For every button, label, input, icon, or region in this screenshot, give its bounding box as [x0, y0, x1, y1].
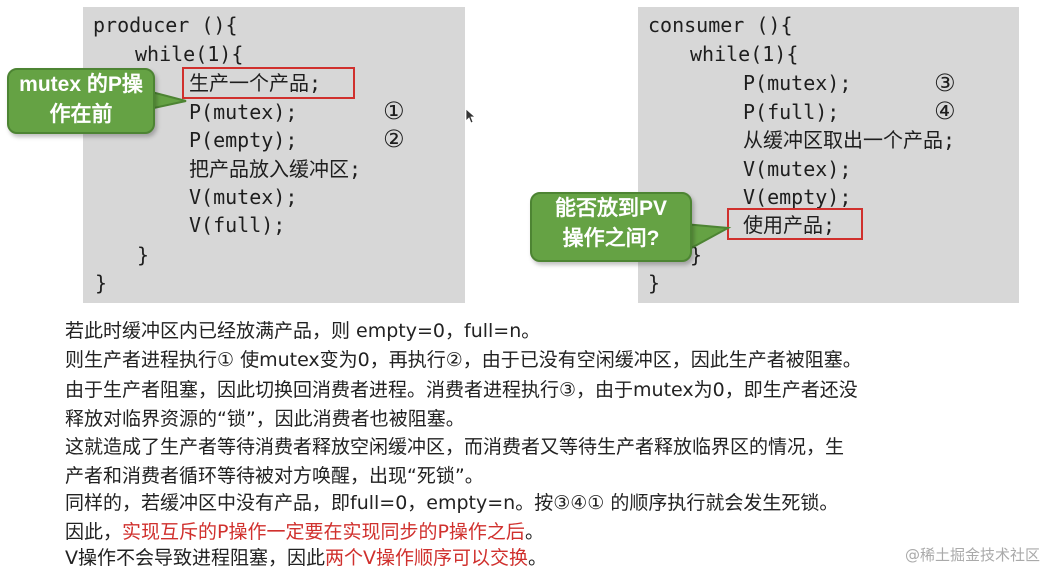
callout-mutex-line1: mutex 的P操: [19, 73, 143, 96]
explanation-line-3: 由于生产者阻塞，因此切换回消费者进程。消费者进程执行③，由于mutex为0，即生…: [65, 379, 858, 401]
step-marker-4: ④: [934, 97, 956, 125]
explanation-line-8: 因此，实现互斥的P操作一定要在实现同步的P操作之后。: [65, 518, 544, 547]
explanation-line-2: 则生产者进程执行① 使mutex变为0，再执行②，由于已没有空闲缓冲区，因此生产…: [65, 349, 862, 371]
producer-produce-item: 生产一个产品;: [189, 71, 322, 95]
producer-signature: producer (){: [93, 13, 238, 37]
producer-code-block: producer (){ while(1){ 生产一个产品; P(mutex);…: [83, 7, 465, 303]
producer-while: while(1){: [135, 42, 244, 66]
v-operation-prefix: V操作不会导致进程阻塞，因此: [65, 547, 325, 569]
consumer-while: while(1){: [690, 42, 799, 66]
explanation-line-6: 产者和消费者循环等待被对方唤醒，出现“死锁”。: [65, 465, 484, 487]
consumer-highlight-box: [727, 208, 863, 240]
step-marker-2: ②: [383, 125, 405, 153]
callout-mutex-line2: 作在前: [49, 103, 113, 126]
producer-v-mutex: V(mutex);: [189, 185, 298, 209]
explanation-line-4: 释放对临界资源的“锁”，因此消费者也被阻塞。: [65, 408, 465, 430]
callout-between-pv: 能否放到PV 操作之间?: [530, 192, 692, 262]
consumer-take-item: 从缓冲区取出一个产品;: [743, 128, 956, 152]
callout-pv-line2: 操作之间?: [562, 227, 660, 250]
producer-p-mutex: P(mutex);: [189, 100, 298, 124]
step-marker-1: ①: [383, 97, 405, 125]
producer-v-full: V(full);: [189, 213, 286, 237]
callout-tail-right: [684, 222, 732, 254]
v-operation-suffix: 。: [528, 547, 548, 569]
explanation-line-1: 若此时缓冲区内已经放满产品，则 empty=0，full=n。: [65, 320, 541, 342]
mouse-cursor-icon: [466, 109, 476, 124]
consumer-use-item: 使用产品;: [743, 213, 836, 237]
v-operation-conclusion: 两个V操作顺序可以交换: [325, 547, 528, 569]
conclusion-prefix: 因此，: [65, 521, 123, 543]
watermark: @稀土掘金技术社区: [904, 546, 1040, 564]
producer-highlight-box: [182, 67, 355, 99]
producer-while-close: }: [137, 243, 150, 267]
mutex-order-conclusion: 实现互斥的P操作一定要在实现同步的P操作之后: [122, 521, 525, 543]
consumer-while-close: }: [690, 243, 703, 267]
consumer-close: }: [648, 271, 661, 295]
producer-put-item: 把产品放入缓冲区;: [189, 157, 362, 181]
explanation-line-5: 这就造成了生产者等待消费者释放空闲缓冲区，而消费者又等待生产者释放临界区的情况，…: [65, 436, 845, 458]
producer-close: }: [95, 271, 108, 295]
conclusion-suffix: 。: [524, 521, 544, 543]
consumer-signature: consumer (){: [648, 13, 793, 37]
callout-mutex-first: mutex 的P操 作在前: [7, 68, 155, 134]
consumer-p-full: P(full);: [743, 100, 840, 124]
step-marker-3: ③: [934, 69, 956, 97]
callout-pv-line1: 能否放到PV: [554, 197, 667, 220]
consumer-v-mutex: V(mutex);: [743, 157, 852, 181]
consumer-code-block: consumer (){ while(1){ P(mutex); P(full)…: [638, 7, 1019, 303]
consumer-p-mutex: P(mutex);: [743, 71, 852, 95]
explanation-line-9: V操作不会导致进程阻塞，因此两个V操作顺序可以交换。: [65, 544, 547, 573]
producer-p-empty: P(empty);: [189, 128, 298, 152]
explanation-line-7: 同样的，若缓冲区中没有产品，即full=0，empty=n。按③④① 的顺序执行…: [65, 492, 839, 514]
consumer-v-empty: V(empty);: [743, 185, 852, 209]
